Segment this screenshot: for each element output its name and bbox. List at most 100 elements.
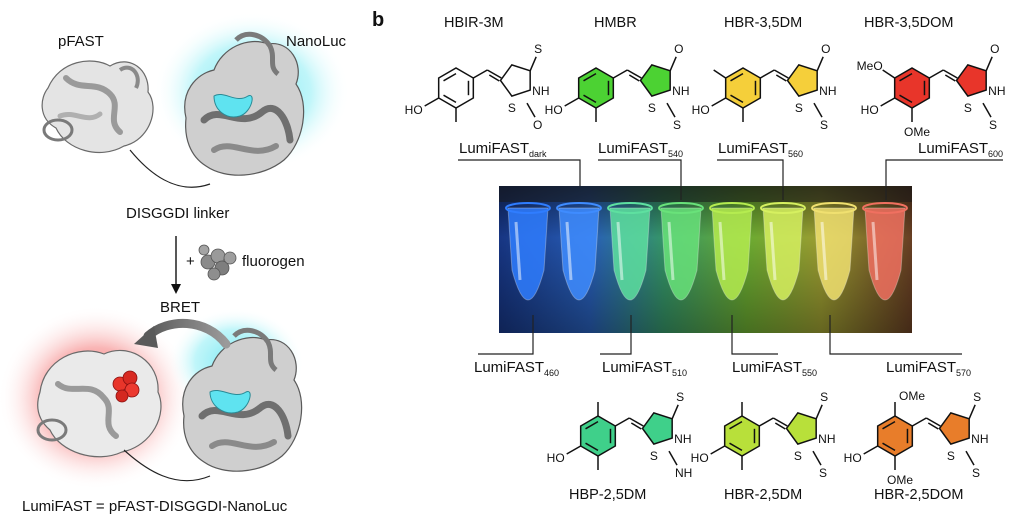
leader-lumifast-570: [829, 315, 962, 355]
tube-6: [760, 202, 806, 301]
fluorogen-molecule-icon: [198, 244, 237, 281]
plus-sign: +: [186, 253, 195, 270]
exo-atom-label-bottom: S: [972, 466, 980, 480]
nanoluc-label: NanoLuc: [286, 33, 347, 50]
label-lumifast-600: LumiFAST600: [918, 140, 1003, 159]
s-atom-label: S: [508, 101, 516, 115]
hydroxy-group-label: HO: [547, 451, 565, 465]
tube-1: [505, 202, 551, 301]
hydroxy-group-label: HO: [692, 103, 710, 117]
compound-name-hmbr: HMBR: [594, 15, 637, 31]
compound-name-hbir-3m: HBIR-3M: [444, 15, 504, 31]
compound-name-hbr-25dom: HBR-2,5DOM: [874, 487, 963, 503]
leader-lumifast-dark: [458, 159, 581, 186]
exo-atom-label: S: [534, 42, 542, 56]
compound-name-hbp-25dm: HBP-2,5DM: [569, 487, 646, 503]
pfast-label: pFAST: [58, 33, 104, 50]
exo-atom-label: O: [821, 42, 830, 56]
label-lumifast-570: LumiFAST570: [886, 359, 971, 378]
exo-atom-label-bottom: S: [989, 118, 997, 132]
tube-3: [607, 202, 653, 301]
nh-atom-label: NH: [672, 84, 689, 98]
s-atom-label: S: [964, 101, 972, 115]
tube-8: [862, 202, 908, 301]
hydroxy-group-label: HO: [844, 451, 862, 465]
exo-atom-label-bottom: NH: [675, 466, 692, 480]
lumifast-equation: LumiFAST = pFAST-DISGGDI-NanoLuc: [22, 498, 288, 515]
nh-atom-label: NH: [818, 432, 835, 446]
tube-photograph: [499, 186, 912, 333]
nanoluc-protein-bottom: [182, 327, 303, 472]
compound-name-hbr-25dm: HBR-2,5DM: [724, 487, 802, 503]
leader-lumifast-550: [731, 315, 778, 355]
tube-4: [658, 202, 704, 301]
reaction-arrow-head: [171, 284, 181, 294]
structure-hbr25dm: HO NH S S S: [691, 390, 836, 480]
thiazolidine-ring: [785, 411, 817, 445]
leader-lumifast-600: [885, 159, 1003, 200]
label-lumifast-dark: LumiFASTdark: [459, 140, 547, 159]
structure-hbp25dm: HO NH S S NH: [547, 390, 693, 480]
thiazolidine-ring: [499, 63, 531, 97]
s-atom-label: S: [648, 101, 656, 115]
leader-lumifast-560: [717, 159, 784, 200]
leader-lumifast-510: [600, 315, 632, 355]
bottom-variant-labels: LumiFAST460 LumiFAST510 LumiFAST550 Lumi…: [474, 315, 971, 378]
label-lumifast-460: LumiFAST460: [474, 359, 559, 378]
tube-7: [811, 202, 857, 301]
bret-label: BRET: [160, 299, 200, 316]
nh-atom-label: NH: [532, 84, 549, 98]
nh-atom-label: NH: [819, 84, 836, 98]
hydroxy-group-label: HO: [545, 103, 563, 117]
tube-2: [556, 202, 602, 301]
s-atom-label: S: [795, 101, 803, 115]
exo-atom-label-bottom: S: [819, 466, 827, 480]
methoxy-group-label: OMe: [887, 473, 913, 487]
thiazolidine-ring: [639, 63, 671, 97]
thiazolidine-ring: [955, 63, 987, 97]
compound-name-hbr-35dom: HBR-3,5DOM: [864, 15, 953, 31]
pfast-protein-top: [41, 60, 154, 154]
panel-b-letter: b: [372, 9, 384, 31]
tube-5: [709, 202, 755, 301]
nanoluc-protein-top: [184, 31, 305, 176]
exo-atom-label-bottom: O: [533, 118, 542, 132]
nh-atom-label: NH: [971, 432, 988, 446]
methoxy-group-label: OMe: [899, 389, 925, 403]
methoxy-group-label: OMe: [904, 125, 930, 139]
label-lumifast-510: LumiFAST510: [602, 359, 687, 378]
linker-label: DISGGDI linker: [126, 205, 229, 222]
chemical-structures: HONHSSOHONHSOSHONHSOSHOOMeMeONHSOSHONHSS…: [405, 42, 1006, 487]
hydroxy-group-label: HO: [861, 103, 879, 117]
structure-hmbr: HO NH S O S: [545, 42, 690, 132]
exo-atom-label-bottom: S: [673, 118, 681, 132]
structure-hbr35dm: HO NH S O S: [692, 42, 837, 132]
hydroxy-group-label: HO: [405, 103, 423, 117]
linker-strand-bottom: [123, 449, 211, 482]
s-atom-label: S: [794, 449, 802, 463]
bret-arrow-head: [134, 326, 158, 348]
thiazolidine-ring: [786, 63, 818, 97]
exo-atom-label: O: [674, 42, 683, 56]
leader-lumifast-460: [478, 315, 534, 355]
exo-atom-label: S: [820, 390, 828, 404]
s-atom-label: S: [947, 449, 955, 463]
exo-atom-label: O: [990, 42, 999, 56]
label-lumifast-540: LumiFAST540: [598, 140, 683, 159]
exo-atom-label: S: [676, 390, 684, 404]
hydroxy-group-label: HO: [691, 451, 709, 465]
exo-atom-label-bottom: S: [820, 118, 828, 132]
nh-atom-label: NH: [674, 432, 691, 446]
linker-strand-top: [129, 149, 211, 188]
label-lumifast-560: LumiFAST560: [718, 140, 803, 159]
nh-atom-label: NH: [988, 84, 1005, 98]
thiazolidine-ring: [938, 411, 970, 445]
top-variant-labels: LumiFASTdark LumiFAST540 LumiFAST560 Lum…: [458, 140, 1003, 200]
label-lumifast-550: LumiFAST550: [732, 359, 817, 378]
s-atom-label: S: [650, 449, 658, 463]
panel-a: pFAST NanoLuc DISGGDI linker + fluorogen: [0, 12, 350, 515]
thiazolidine-ring: [641, 411, 673, 445]
compound-name-hbr-35dm: HBR-3,5DM: [724, 15, 802, 31]
